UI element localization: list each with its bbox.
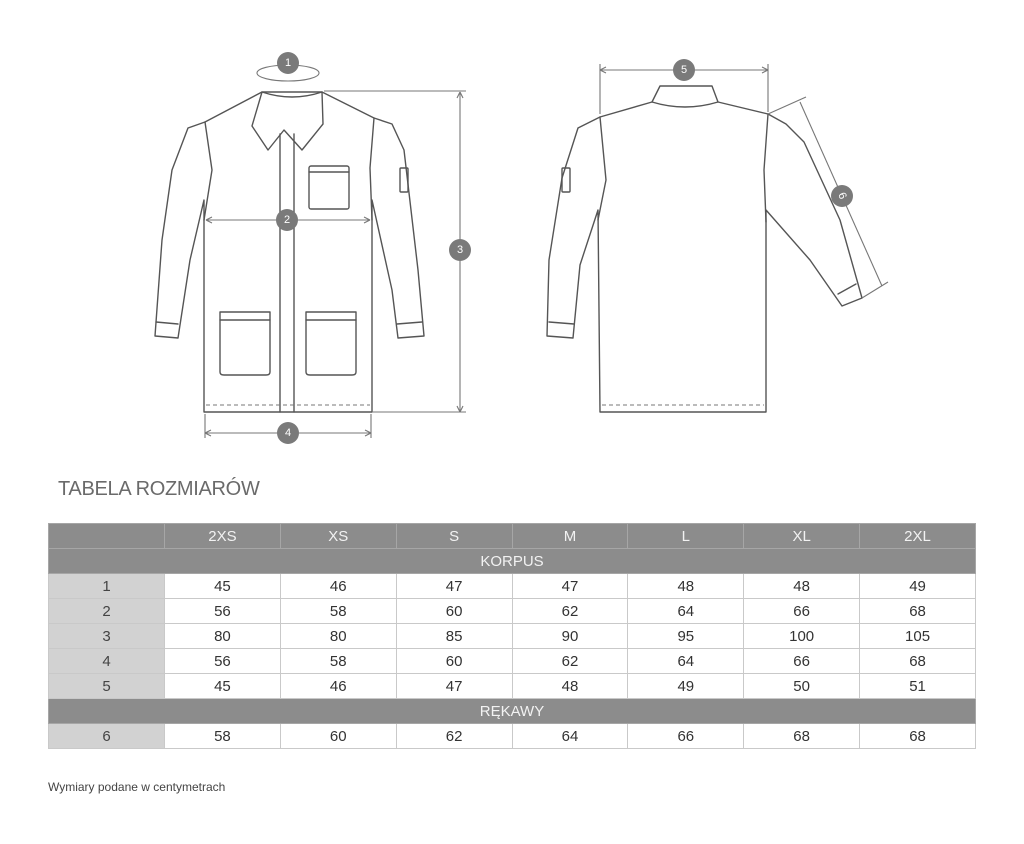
table-cell: 90: [511, 623, 629, 649]
size-table-title: TABELA ROZMIARÓW: [58, 478, 260, 500]
size-header-row: 2XS XS S M L XL 2XL: [48, 523, 976, 549]
table-cell: 80: [164, 623, 281, 649]
marker-2: 2: [276, 209, 298, 231]
table-cell: 49: [859, 573, 976, 599]
table-cell: 80: [279, 623, 397, 649]
table-cell: 47: [395, 573, 513, 599]
measurement-number: 5: [48, 673, 165, 699]
footnote: Wymiary podane w centymetrach: [48, 780, 226, 794]
table-cell: 58: [164, 723, 281, 749]
table-cell: 66: [743, 598, 861, 624]
table-cell: 68: [859, 648, 976, 674]
table-cell: 60: [395, 598, 513, 624]
front-view: [154, 91, 425, 413]
size-header: 2XS: [164, 523, 281, 549]
size-header: M: [511, 523, 629, 549]
section-label: RĘKAWY: [48, 698, 976, 724]
table-cell: 58: [279, 648, 397, 674]
section-row: KORPUS: [48, 548, 976, 574]
table-cell: 64: [627, 648, 745, 674]
measurement-number: 1: [48, 573, 165, 599]
table-cell: 56: [164, 598, 281, 624]
table-cell: 66: [627, 723, 745, 749]
table-cell: 47: [511, 573, 629, 599]
table-cell: 64: [627, 598, 745, 624]
svg-text:3: 3: [457, 244, 463, 256]
table-cell: 60: [279, 723, 397, 749]
table-cell: 45: [164, 673, 281, 699]
table-cell: 105: [859, 623, 976, 649]
measurement-number: 3: [48, 623, 165, 649]
table-cell: 60: [395, 648, 513, 674]
svg-text:5: 5: [681, 64, 687, 76]
table-cell: 48: [511, 673, 629, 699]
header-corner: [48, 523, 165, 549]
back-view: [546, 85, 863, 413]
table-cell: 47: [395, 673, 513, 699]
svg-text:4: 4: [285, 427, 291, 439]
table-cell: 51: [859, 673, 976, 699]
marker-6: 6: [831, 185, 853, 207]
section-label: KORPUS: [48, 548, 976, 574]
table-cell: 56: [164, 648, 281, 674]
table-cell: 62: [511, 648, 629, 674]
table-cell: 62: [511, 598, 629, 624]
table-cell: 64: [511, 723, 629, 749]
table-cell: 100: [743, 623, 861, 649]
measurement-number: 4: [48, 648, 165, 674]
table-cell: 48: [627, 573, 745, 599]
table-cell: 68: [743, 723, 861, 749]
table-cell: 48: [743, 573, 861, 599]
size-header: 2XL: [859, 523, 976, 549]
table-cell: 85: [395, 623, 513, 649]
svg-text:2: 2: [284, 214, 290, 226]
measurement-number: 6: [48, 723, 165, 749]
measurement-lines: [204, 64, 889, 438]
table-cell: 68: [859, 598, 976, 624]
table-cell: 58: [279, 598, 397, 624]
measurement-number: 2: [48, 598, 165, 624]
table-cell: 66: [743, 648, 861, 674]
table-cell: 50: [743, 673, 861, 699]
table-cell: 46: [279, 573, 397, 599]
table-cell: 95: [627, 623, 745, 649]
table-cell: 62: [395, 723, 513, 749]
marker-3: 3: [449, 239, 471, 261]
marker-5: 5: [673, 59, 695, 81]
svg-text:1: 1: [285, 57, 291, 69]
size-header: XS: [279, 523, 397, 549]
svg-text:6: 6: [835, 191, 848, 201]
size-header: L: [627, 523, 745, 549]
table-cell: 68: [859, 723, 976, 749]
marker-1: 1: [277, 52, 299, 74]
size-header: XL: [743, 523, 861, 549]
size-header: S: [395, 523, 513, 549]
garment-diagram: 1 2 3 4 5 6: [154, 52, 889, 444]
table-cell: 46: [279, 673, 397, 699]
marker-4: 4: [277, 422, 299, 444]
table-cell: 45: [164, 573, 281, 599]
table-cell: 49: [627, 673, 745, 699]
section-row: RĘKAWY: [48, 698, 976, 724]
